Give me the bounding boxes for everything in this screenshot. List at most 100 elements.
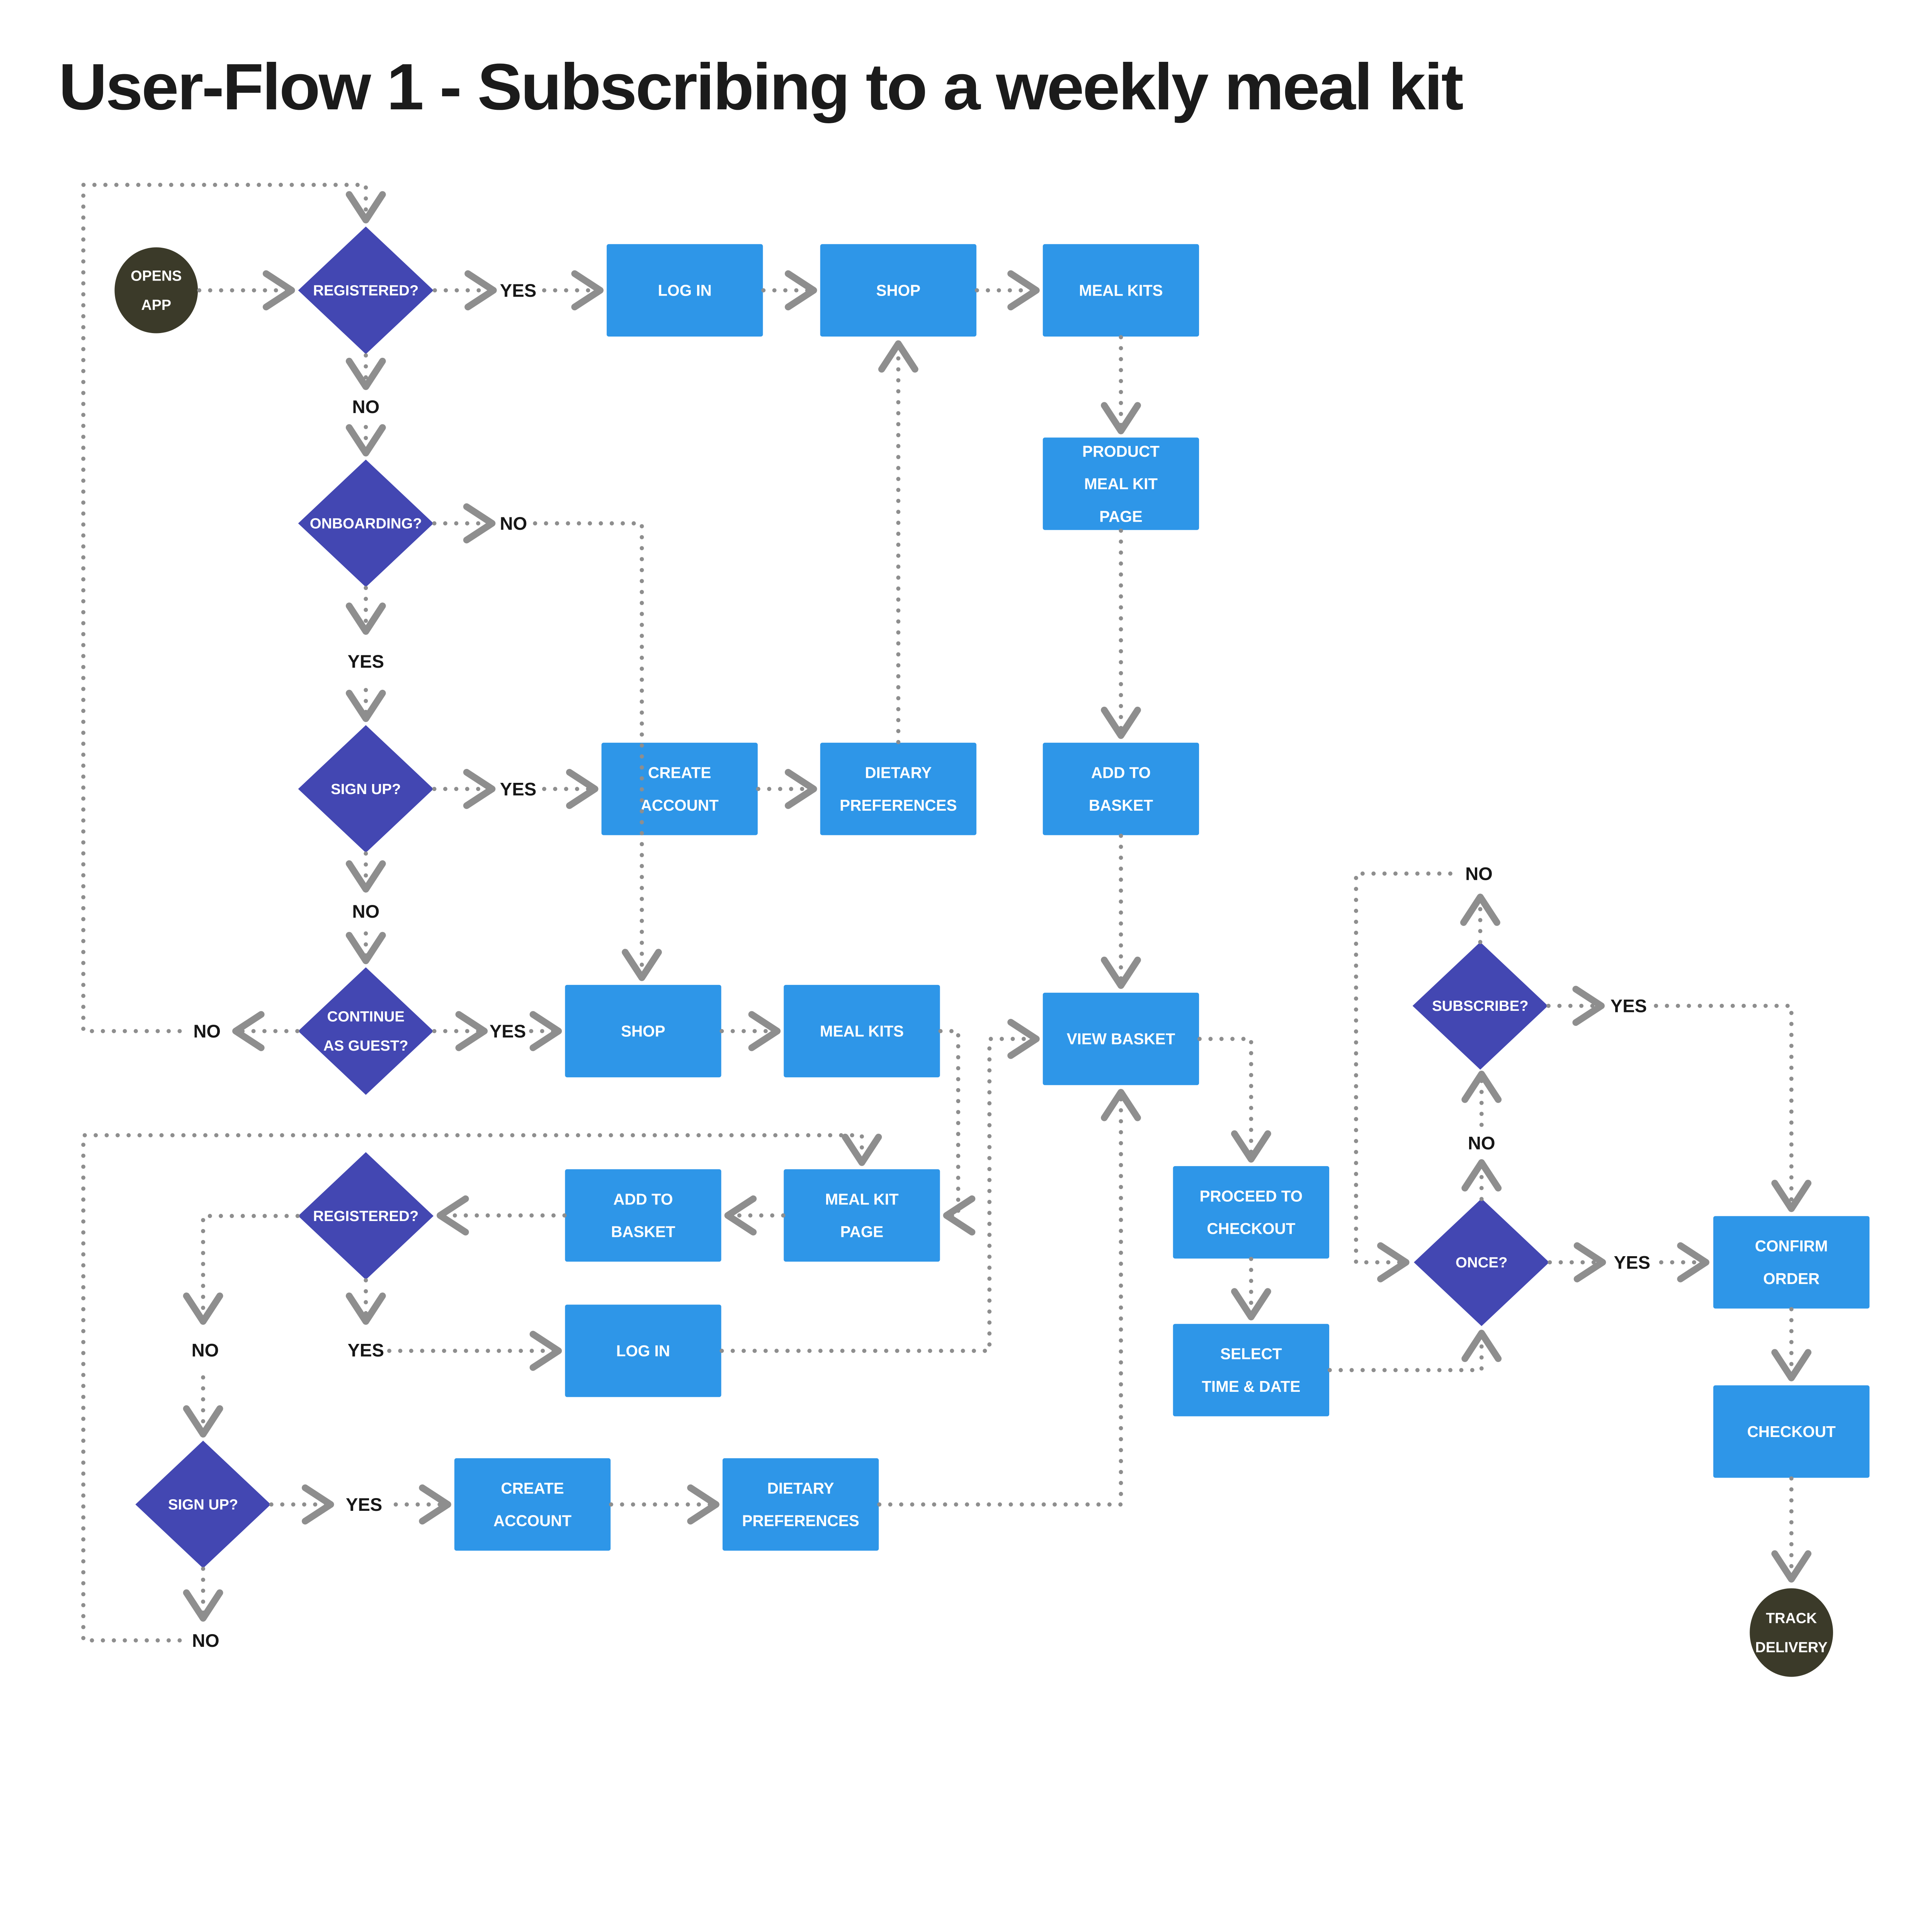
edge-meal-kits-2-to-meal-kit-page <box>938 1029 976 1236</box>
edge-select-time-to-once <box>1327 1330 1502 1372</box>
edge-log-in-2-to-view-basket <box>719 1019 1040 1353</box>
checkout-label: CHECKOUT <box>1747 1423 1836 1440</box>
checkout-shape <box>1713 1385 1870 1478</box>
node-meal-kits-2: MEAL KITS <box>784 985 940 1078</box>
sign-up-1-shape <box>298 725 434 853</box>
track-delivery-shape <box>1750 1588 1833 1677</box>
meal-kits-1-label: MEAL KITS <box>1079 281 1163 299</box>
once-label: ONCE? <box>1456 1254 1507 1270</box>
flowchart-canvas: User-Flow 1 - Subscribing to a weekly me… <box>58 50 1870 1677</box>
add-to-basket-2-shape <box>565 1169 721 1262</box>
edge-no-label-to-once <box>1354 871 1452 1282</box>
edge-label-yes-registered-1: YES <box>500 280 536 301</box>
sign-up-2-shape <box>135 1440 271 1568</box>
registered-2-label: REGISTERED? <box>313 1208 418 1224</box>
view-basket-shape <box>1043 993 1199 1085</box>
shop-1-shape <box>820 244 976 337</box>
node-view-basket: VIEW BASKET <box>1043 993 1199 1085</box>
registered-2-shape <box>298 1152 434 1280</box>
edge-label-yes-subscribe: YES <box>1611 996 1647 1016</box>
registered-1-label: REGISTERED? <box>313 282 418 299</box>
sign-up-2-label: SIGN UP? <box>168 1496 238 1513</box>
onboarding-shape <box>298 459 434 587</box>
edge-dietary-2-to-view-basket <box>877 1089 1141 1507</box>
edge-registered-2-to-no-label <box>183 1214 300 1325</box>
edge-label-no-registered-1: NO <box>352 396 379 417</box>
edge-label-no-sign-up-1: NO <box>352 901 379 922</box>
meal-kits-2-label: MEAL KITS <box>820 1022 904 1040</box>
log-in-1-shape <box>607 244 763 337</box>
meal-kits-2-shape <box>784 985 940 1078</box>
create-account-1-shape <box>601 743 758 835</box>
proceed-to-checkout-shape <box>1173 1166 1330 1259</box>
edge-label-yes-onboarding: YES <box>348 651 384 672</box>
meal-kit-page-shape <box>784 1169 940 1262</box>
node-log-in-1: LOG IN <box>607 244 763 337</box>
node-shop-2: SHOP <box>565 985 721 1078</box>
edges-layer <box>81 183 1812 1643</box>
sign-up-1-label: SIGN UP? <box>331 781 401 797</box>
edge-view-basket-to-proceed <box>1197 1037 1271 1163</box>
shop-2-label: SHOP <box>621 1022 665 1040</box>
node-log-in-2: LOG IN <box>565 1304 721 1397</box>
edge-no-label-to-registered-1 <box>81 183 386 1033</box>
node-registered-2: REGISTERED? <box>298 1152 434 1280</box>
log-in-2-shape <box>565 1304 721 1397</box>
node-subscribe: SUBSCRIBE? <box>1412 942 1548 1070</box>
edge-label-no-subscribe: NO <box>1465 863 1493 884</box>
edge-label-yes-sign-up-1: YES <box>500 779 536 799</box>
continue-as-guest-shape <box>298 967 434 1095</box>
product-meal-kit-page-shape <box>1043 437 1199 530</box>
edge-no-label-to-meal-kit-page <box>81 1133 882 1643</box>
edge-label-no-once: NO <box>1468 1133 1495 1153</box>
log-in-1-label: LOG IN <box>658 281 712 299</box>
node-onboarding: ONBOARDING? <box>298 459 434 587</box>
confirm-order-shape <box>1713 1216 1870 1309</box>
add-to-basket-1-shape <box>1043 743 1199 835</box>
dietary-preferences-1-shape <box>820 743 976 835</box>
create-account-2-shape <box>454 1458 611 1551</box>
meal-kits-1-shape <box>1043 244 1199 337</box>
edge-label-yes-registered-2: YES <box>348 1340 384 1360</box>
edge-label-no-onboarding: NO <box>500 513 527 534</box>
subscribe-shape <box>1412 942 1548 1070</box>
node-shop-1: SHOP <box>820 244 976 337</box>
edge-yes-label-to-confirm-order-top <box>1654 1003 1812 1212</box>
view-basket-label: VIEW BASKET <box>1067 1030 1175 1048</box>
edge-label-no-continue-as-guest: NO <box>193 1021 221 1041</box>
log-in-2-label: LOG IN <box>616 1342 670 1360</box>
node-checkout: CHECKOUT <box>1713 1385 1870 1478</box>
onboarding-label: ONBOARDING? <box>310 515 422 532</box>
edge-label-yes-sign-up-2: YES <box>346 1494 382 1515</box>
node-sign-up-1: SIGN UP? <box>298 725 434 853</box>
select-time-and-date-shape <box>1173 1324 1330 1417</box>
shop-2-shape <box>565 985 721 1078</box>
node-sign-up-2: SIGN UP? <box>135 1440 271 1568</box>
user-flow-diagram: User-Flow 1 - Subscribing to a weekly me… <box>58 50 1870 1677</box>
opens-app-shape <box>114 247 198 333</box>
